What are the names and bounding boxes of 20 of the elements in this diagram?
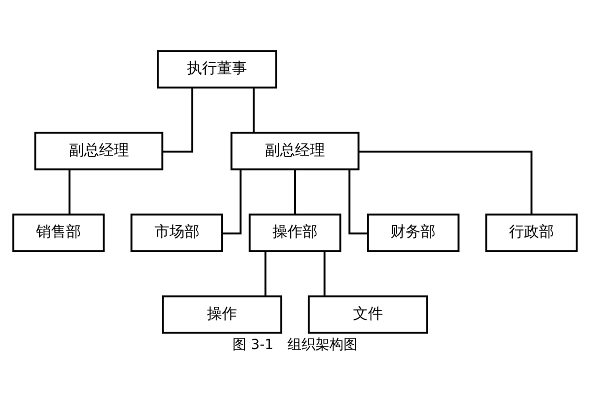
- connector: [222, 169, 242, 234]
- node-box: 副总经理: [230, 132, 360, 170]
- node-box: 销售部: [12, 214, 105, 252]
- caption: 图 3-1 组织架构图: [232, 336, 358, 353]
- connector: [68, 170, 70, 214]
- connector: [324, 251, 326, 296]
- node-box: 市场部: [130, 214, 223, 252]
- node-box: 行政部: [485, 214, 578, 252]
- node-box: 文件: [308, 295, 428, 334]
- node-box: 财务部: [367, 214, 460, 252]
- connector: [294, 170, 296, 214]
- connector: [359, 150, 532, 214]
- connector: [252, 88, 255, 133]
- node-box: 副总经理: [34, 132, 164, 170]
- node-box: 操作: [162, 295, 282, 334]
- connector: [264, 251, 266, 296]
- connector: [162, 88, 194, 153]
- node-box: 执行董事: [156, 50, 278, 88]
- connector: [348, 169, 368, 234]
- node-box: 操作部: [248, 214, 342, 252]
